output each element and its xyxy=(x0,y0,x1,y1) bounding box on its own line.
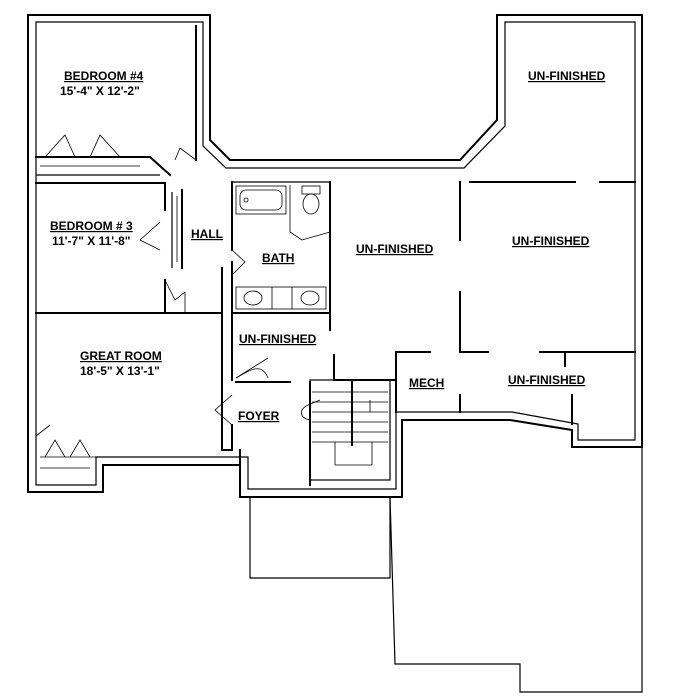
deck-outline xyxy=(249,447,643,693)
great-room-label: GREAT ROOM xyxy=(80,349,162,363)
interior-walls xyxy=(35,25,636,490)
hall-label: HALL xyxy=(191,227,223,241)
room-labels: BEDROOM #4 15'-4" X 12'-2" BEDROOM # 3 1… xyxy=(50,69,606,423)
unfinished-center-label: UN-FINISHED xyxy=(356,242,434,256)
unfinished-small-label: UN-FINISHED xyxy=(239,332,317,346)
great-room-size: 18'-5" X 13'-1" xyxy=(80,364,160,378)
unfinished-bottom-right-label: UN-FINISHED xyxy=(508,373,586,387)
bedroom4-size: 15'-4" X 12'-2" xyxy=(60,84,140,98)
bedroom3-label: BEDROOM # 3 xyxy=(50,219,133,233)
unfinished-top-right-label: UN-FINISHED xyxy=(528,69,606,83)
bath-label: BATH xyxy=(262,251,294,265)
foyer-label: FOYER xyxy=(238,409,280,423)
bedroom3-size: 11'-7" X 11'-8" xyxy=(52,234,130,248)
exterior-walls xyxy=(27,14,643,498)
unfinished-right-label: UN-FINISHED xyxy=(512,234,590,248)
mech-label: MECH xyxy=(409,376,444,390)
bedroom4-label: BEDROOM #4 xyxy=(64,69,144,83)
